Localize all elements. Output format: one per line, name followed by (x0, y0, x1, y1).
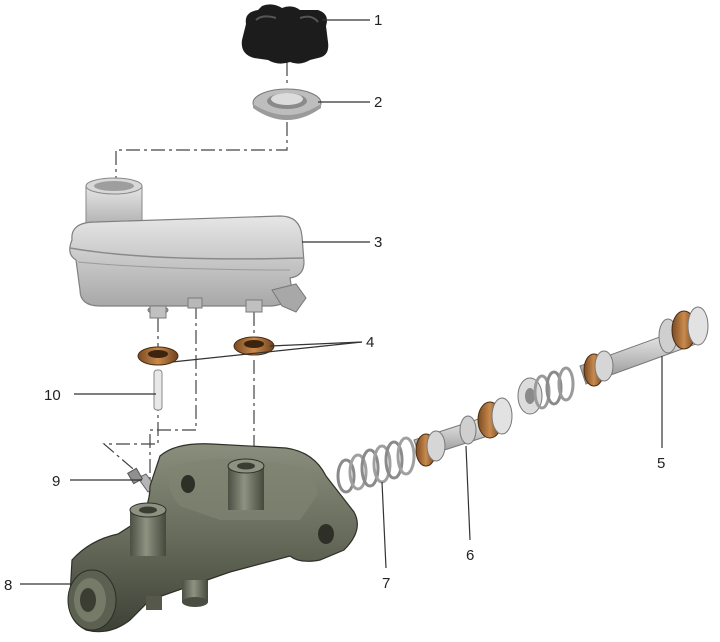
callout-2: 2 (374, 94, 382, 111)
callout-9: 9 (52, 473, 60, 490)
pin-icon (153, 369, 163, 411)
reservoir-icon (69, 177, 307, 319)
secondary-piston-icon (517, 306, 709, 415)
callout-1: 1 (374, 12, 382, 29)
callout-3: 3 (374, 234, 382, 251)
grommet-icon (137, 336, 275, 366)
callout-4: 4 (366, 334, 374, 351)
callout-8: 8 (4, 577, 12, 594)
callout-labels: 1 2 3 4 5 6 7 8 9 10 (4, 12, 665, 594)
spring-icon (336, 436, 416, 494)
callout-6: 6 (466, 547, 474, 564)
strainer-icon (252, 88, 322, 120)
cap-icon (241, 4, 329, 64)
callout-5: 5 (657, 455, 665, 472)
callout-7: 7 (382, 575, 390, 592)
callout-10: 10 (44, 387, 61, 404)
leader-lines (20, 19, 663, 585)
primary-piston-icon (413, 397, 513, 467)
master-cylinder-body-icon (67, 443, 358, 633)
